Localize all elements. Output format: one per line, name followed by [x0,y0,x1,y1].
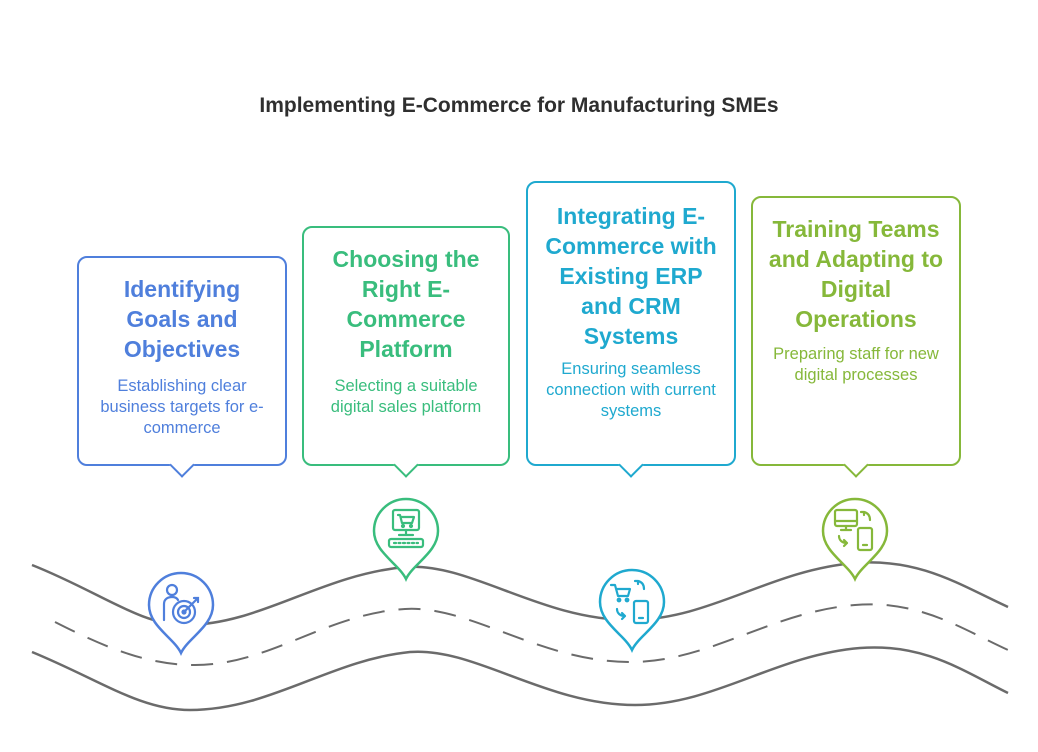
step-description: Selecting a suitable digital sales platf… [330,377,482,416]
step-card-4: Training Teams and Adapting to Digital O… [751,196,961,466]
step-description: Preparing staff for new digital processe… [773,345,939,384]
page-title: Implementing E-Commerce for Manufacturin… [259,94,779,117]
step-title: Integrating E-Commerce with Existing ERP… [545,203,717,349]
step-title: Identifying Goals and Objectives [123,276,241,362]
monitor-phone-sync-icon [821,497,889,582]
step-card-3: Integrating E-Commerce with Existing ERP… [526,181,736,466]
target-person-icon [147,571,215,656]
computer-cart-icon [372,497,440,582]
step-title: Choosing the Right E-Commerce Platform [332,246,480,362]
step-description: Ensuring seamless connection with curren… [546,360,716,420]
step-card-1: Identifying Goals and Objectives Establi… [77,256,287,466]
step-title: Training Teams and Adapting to Digital O… [768,216,944,332]
cart-phone-sync-icon [598,568,666,653]
step-description: Establishing clear business targets for … [100,377,264,437]
step-card-2: Choosing the Right E-Commerce Platform S… [302,226,510,466]
